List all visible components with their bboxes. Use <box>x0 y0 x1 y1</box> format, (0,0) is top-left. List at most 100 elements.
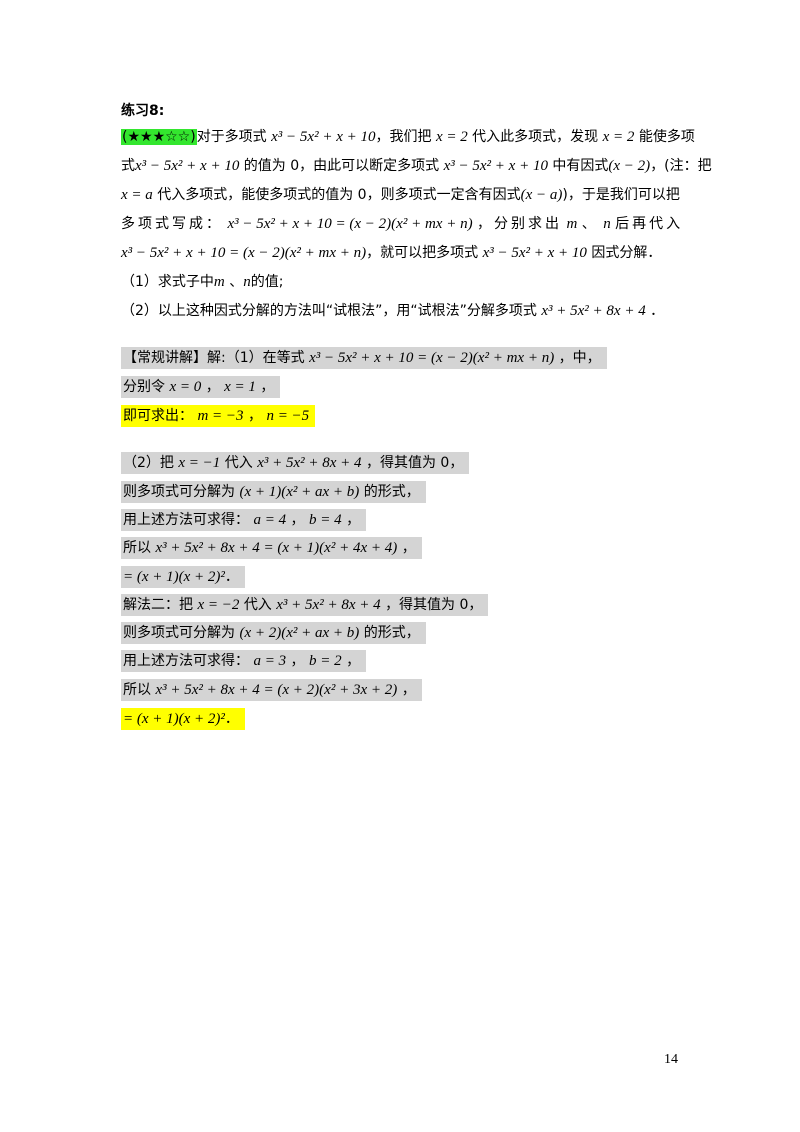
highlight: 所以 x³ + 5x² + 8x + 4 = (x + 2)(x² + 3x +… <box>121 679 422 701</box>
text: 后再代入 <box>615 216 684 232</box>
text: ， <box>401 540 416 556</box>
math: (x − 2) <box>608 158 651 174</box>
text: 所以 <box>123 682 151 698</box>
math: m <box>213 274 225 290</box>
text: 对于多项式 <box>196 129 267 145</box>
text: 、 <box>229 274 244 290</box>
text: )，于是我们可以把 <box>562 187 680 203</box>
text: 能使多项 <box>638 129 695 145</box>
highlight: 则多项式可分解为 (x + 2)(x² + ax + b) 的形式， <box>121 622 426 644</box>
math: n = −5 <box>266 408 310 424</box>
text: ， <box>401 682 416 698</box>
text: 中有因式 <box>552 158 609 174</box>
text: 、 <box>581 216 599 232</box>
math: x³ − 5x² + x + 10 <box>482 245 587 261</box>
math: b = 2 <box>308 653 342 669</box>
text: 即可求出： <box>123 408 193 424</box>
text: ． <box>650 303 665 319</box>
text: 解法二：把 <box>123 597 193 613</box>
math: x = −2 <box>197 597 240 613</box>
text: ，(注：把 <box>650 158 712 174</box>
math: x³ − 5x² + x + 10 = (x − 2)(x² + mx + n) <box>227 216 473 232</box>
text: ，分别求出 <box>477 216 563 232</box>
text: 用上述方法可求得： <box>123 512 249 528</box>
highlight: 则多项式可分解为 (x + 1)(x² + ax + b) 的形式， <box>121 481 426 503</box>
text: ， <box>290 512 305 528</box>
text: ， <box>290 653 305 669</box>
exercise-title: 练习8: <box>121 103 165 119</box>
math: m <box>566 216 578 232</box>
math: = (x + 1)(x + 2)² <box>123 569 225 585</box>
solution-line-7: 所以 x³ + 5x² + 8x + 4 = (x + 1)(x² + 4x +… <box>121 537 422 559</box>
problem-line-4: 多项式写成： x³ − 5x² + x + 10 = (x − 2)(x² + … <box>121 213 683 235</box>
math: x = 2 <box>435 129 468 145</box>
text: 则多项式可分解为 <box>123 625 235 641</box>
text: ，我们把 <box>375 129 432 145</box>
math: x³ + 5x² + 8x + 4 <box>276 597 381 613</box>
math: (x − a) <box>520 187 563 203</box>
solution-line-11: 用上述方法可求得： a = 3 ， b = 2 ， <box>121 650 367 672</box>
text: 代入 <box>243 597 272 613</box>
text: ， <box>346 653 361 669</box>
solution-line-8: = (x + 1)(x + 2)²． <box>121 566 245 588</box>
math: a = 4 <box>253 512 287 528</box>
math: a = 3 <box>253 653 287 669</box>
math: b = 4 <box>308 512 342 528</box>
highlight: 即可求出： m = −3 ， n = −5 <box>121 405 316 427</box>
math: (x + 1)(x² + ax + b) <box>239 484 360 500</box>
math: n <box>603 216 611 232</box>
solution-line-10: 则多项式可分解为 (x + 2)(x² + ax + b) 的形式， <box>121 622 426 644</box>
highlight: 所以 x³ + 5x² + 8x + 4 = (x + 1)(x² + 4x +… <box>121 537 422 559</box>
solution-line-5: 则多项式可分解为 (x + 1)(x² + ax + b) 的形式， <box>121 481 426 503</box>
math: (x + 2)(x² + ax + b) <box>239 625 360 641</box>
highlight: （2）把 x = −1 代入 x³ + 5x² + 8x + 4 ，得其值为 0… <box>121 452 470 474</box>
problem-line-3: x = a 代入多项式，能使多项式的值为 0，则多项式一定含有因式(x − a)… <box>121 184 680 206</box>
highlight: 分别令 x = 0 ， x = 1 ， <box>121 376 281 398</box>
text: 的值; <box>250 274 284 290</box>
math: x³ + 5x² + 8x + 4 <box>257 455 362 471</box>
text: 代入多项式，能使多项式的值为 0，则多项式一定含有因式 <box>157 187 521 203</box>
solution-line-13: = (x + 1)(x + 2)²． <box>121 708 245 730</box>
math: = (x + 1)(x + 2)² <box>123 711 225 727</box>
highlight: 解法二：把 x = −2 代入 x³ + 5x² + 8x + 4 ，得其值为 … <box>121 594 489 616</box>
math: x = −1 <box>178 455 221 471</box>
math: x = 0 <box>169 379 202 395</box>
text: ， <box>205 379 220 395</box>
math: x = a <box>121 187 153 203</box>
text: 的值为 0，由此可以断定多项式 <box>243 158 440 174</box>
math: x³ + 5x² + 8x + 4 = (x + 2)(x² + 3x + 2) <box>155 682 398 698</box>
text: 的形式， <box>363 484 420 500</box>
math: x³ − 5x² + x + 10 = (x − 2)(x² + mx + n) <box>121 245 367 261</box>
text: （2）以上这种因式分解的方法叫“试根法”，用“试根法”分解多项式 <box>121 303 537 319</box>
text: （1）求式子中 <box>121 274 214 290</box>
text: ， <box>260 379 275 395</box>
difficulty-stars: (★★★☆☆) <box>121 129 197 145</box>
text: 的形式， <box>363 625 420 641</box>
math: x³ + 5x² + 8x + 4 = (x + 1)(x² + 4x + 4) <box>155 540 398 556</box>
solution-line-9: 解法二：把 x = −2 代入 x³ + 5x² + 8x + 4 ，得其值为 … <box>121 594 489 616</box>
highlight: 【常规讲解】解:（1）在等式 x³ − 5x² + x + 10 = (x − … <box>121 347 607 369</box>
highlight: 用上述方法可求得： a = 3 ， b = 2 ， <box>121 650 367 672</box>
text: 式 <box>121 158 135 174</box>
math: m = −3 <box>197 408 244 424</box>
text: ，得其值为 0， <box>365 455 464 471</box>
problem-line-5: x³ − 5x² + x + 10 = (x − 2)(x² + mx + n)… <box>121 242 661 264</box>
highlight: 用上述方法可求得： a = 4 ， b = 4 ， <box>121 509 367 531</box>
text: 代入 <box>224 455 253 471</box>
math: x = 2 <box>602 129 635 145</box>
text: ，中， <box>558 350 601 366</box>
text: ， <box>247 408 262 424</box>
text: 多项式写成： <box>121 216 223 232</box>
text: ． <box>224 569 239 585</box>
text: 【常规讲解】解:（1）在等式 <box>123 350 305 366</box>
math: x³ + 5x² + 8x + 4 <box>541 303 646 319</box>
text: ，得其值为 0， <box>385 597 483 613</box>
text: 因式分解． <box>591 245 662 261</box>
math: x³ − 5x² + x + 10 <box>443 158 548 174</box>
text: 用上述方法可求得： <box>123 653 249 669</box>
question-2: （2）以上这种因式分解的方法叫“试根法”，用“试根法”分解多项式 x³ + 5x… <box>121 300 664 322</box>
math: x³ − 5x² + x + 10 <box>271 129 376 145</box>
solution-line-3: 即可求出： m = −3 ， n = −5 <box>121 405 316 427</box>
text: 代入此多项式，发现 <box>472 129 599 145</box>
